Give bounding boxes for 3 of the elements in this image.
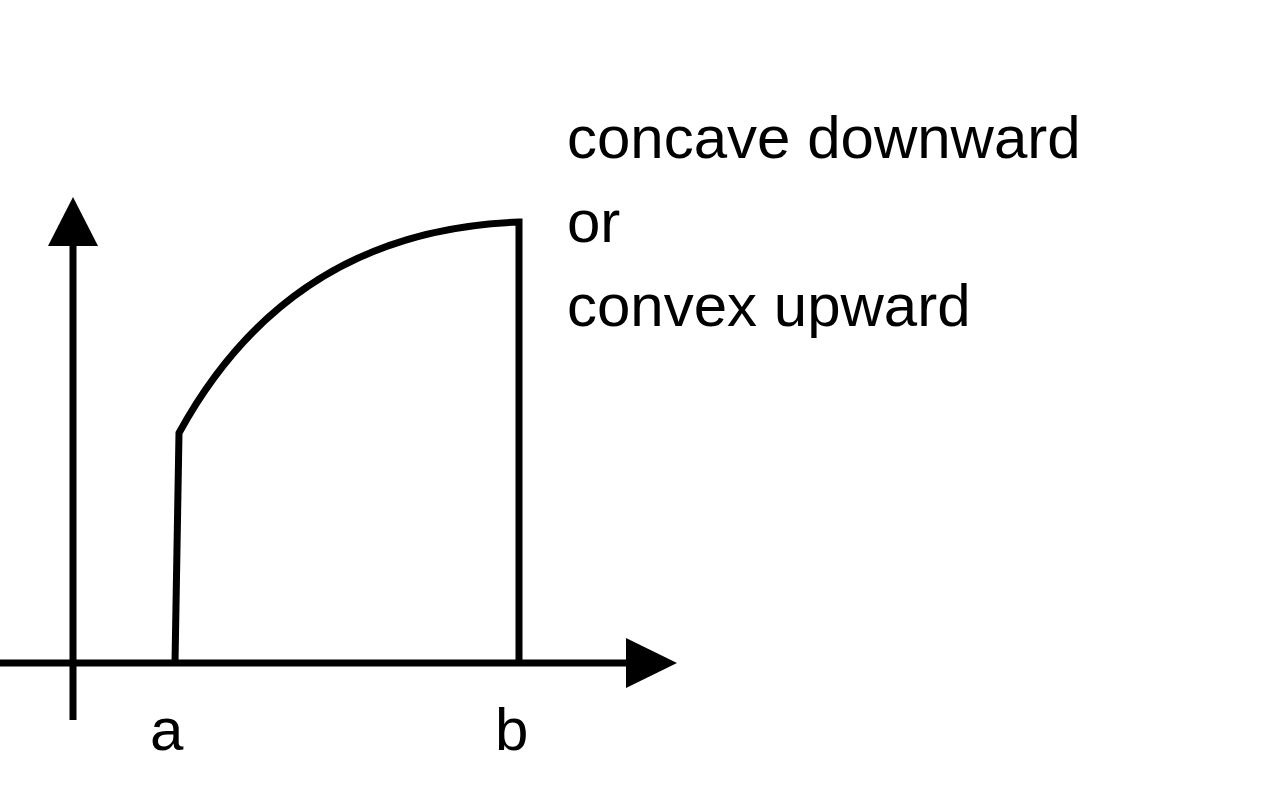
- annotation-text: concave downward or convex upward: [567, 103, 1081, 341]
- axis-label: b: [495, 695, 529, 765]
- axis-label: a: [150, 695, 184, 765]
